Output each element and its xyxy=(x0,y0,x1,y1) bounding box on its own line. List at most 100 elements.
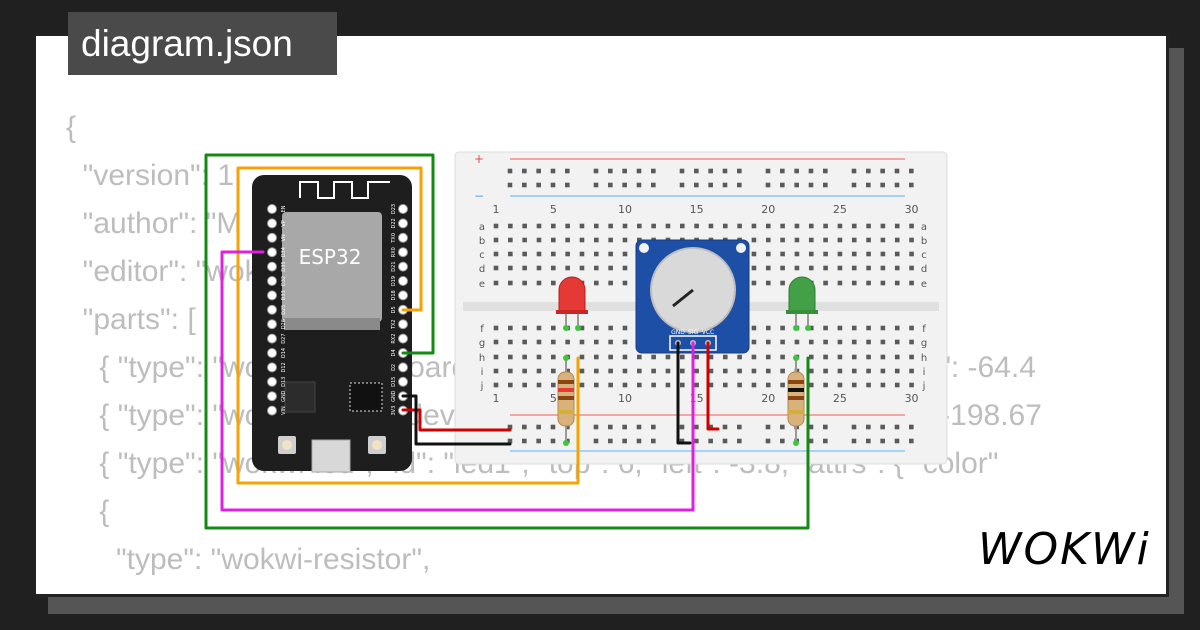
esp32-pin-label: D12 xyxy=(281,362,287,372)
esp32-pin[interactable] xyxy=(267,218,277,229)
esp32-pin[interactable] xyxy=(398,376,408,387)
esp32-pin[interactable] xyxy=(267,405,277,416)
breadboard-hole xyxy=(694,354,699,360)
esp32-pin[interactable] xyxy=(398,232,408,243)
breadboard-hole xyxy=(751,265,757,271)
esp32-pin[interactable] xyxy=(398,261,408,272)
esp32-pin[interactable] xyxy=(398,276,408,286)
breadboard-hole xyxy=(880,223,886,229)
esp32-pin[interactable] xyxy=(267,333,277,344)
esp32-pin[interactable] xyxy=(398,319,408,330)
esp32-pin-label: D14 xyxy=(281,348,287,358)
esp32-pin-label: D25 xyxy=(281,305,287,315)
esp32-pin[interactable] xyxy=(398,362,408,373)
esp32-pin[interactable] xyxy=(398,204,408,214)
esp32-pin[interactable] xyxy=(267,376,277,387)
breadboard-hole xyxy=(665,368,671,374)
breadboard-hole xyxy=(894,223,900,229)
esp32-pin[interactable] xyxy=(267,276,277,286)
esp32-pin[interactable] xyxy=(267,232,277,243)
breadboard-hole xyxy=(808,325,814,331)
breadboard-hole xyxy=(894,251,900,257)
resistor-band xyxy=(788,388,804,392)
breadboard-hole xyxy=(608,438,613,444)
esp32-pin-label: D5 xyxy=(391,306,397,313)
breadboard-hole xyxy=(593,168,599,174)
breadboard-hole xyxy=(837,251,843,257)
potentiometer[interactable]: GND SIG VCC xyxy=(635,239,750,354)
row-letter: b xyxy=(479,236,485,247)
breadboard-hole xyxy=(823,368,828,374)
resistor-band xyxy=(788,396,804,400)
breadboard-hole xyxy=(765,325,771,331)
esp32-pin-label: 3V3 xyxy=(391,406,397,416)
esp32-pin[interactable] xyxy=(267,290,277,301)
esp32-pin[interactable] xyxy=(267,261,277,272)
breadboard-hole xyxy=(493,325,499,331)
breadboard-hole xyxy=(794,251,800,257)
breadboard-hole xyxy=(751,237,757,243)
esp32-pin[interactable] xyxy=(398,218,408,229)
breadboard-hole xyxy=(780,382,785,388)
breadboard-hole xyxy=(823,354,828,360)
breadboard-hole xyxy=(579,251,585,257)
esp32-pin-label: D33 xyxy=(281,290,287,300)
breadboard-hole xyxy=(608,382,613,388)
breadboard-hole xyxy=(909,354,914,360)
breadboard-hole xyxy=(751,368,757,374)
esp32-pin[interactable] xyxy=(398,333,408,344)
breadboard-hole xyxy=(694,424,699,430)
breadboard-hole xyxy=(751,223,757,229)
breadboard-hole xyxy=(508,368,513,374)
esp32-pin[interactable] xyxy=(267,204,277,214)
esp32-pin[interactable] xyxy=(267,247,277,258)
breadboard-hole xyxy=(522,182,527,188)
breadboard-hole xyxy=(536,182,541,188)
esp32-pin[interactable] xyxy=(267,304,277,315)
breadboard-hole xyxy=(508,265,513,271)
breadboard-hole xyxy=(694,182,699,188)
esp32-pin[interactable] xyxy=(267,391,277,402)
breadboard-hole xyxy=(708,438,713,444)
breadboard-hole xyxy=(794,237,800,243)
breadboard-hole xyxy=(722,182,728,188)
breadboard-hole xyxy=(536,424,541,430)
breadboard-hole xyxy=(622,237,628,243)
breadboard-hole xyxy=(880,382,886,388)
resistor-2[interactable] xyxy=(787,355,805,446)
breadboard-hole xyxy=(665,382,671,388)
resistor-1[interactable] xyxy=(557,355,575,446)
breadboard-hole xyxy=(851,168,857,174)
esp32-pin[interactable] xyxy=(398,290,408,301)
breadboard-hole xyxy=(565,182,570,188)
breadboard-hole xyxy=(565,168,570,174)
resistor-band xyxy=(558,396,574,400)
breadboard-hole xyxy=(780,237,785,243)
breadboard-hole xyxy=(722,424,728,430)
breadboard-hole xyxy=(593,424,599,430)
breadboard-hole xyxy=(737,354,742,360)
esp32-en-button-cap xyxy=(282,440,292,450)
breadboard-hole xyxy=(551,223,556,229)
breadboard-hole xyxy=(808,368,814,374)
breadboard-hole xyxy=(593,182,599,188)
column-number: 30 xyxy=(905,392,919,405)
esp32-pin[interactable] xyxy=(267,319,277,330)
esp32-pin[interactable] xyxy=(398,247,408,258)
breadboard-hole xyxy=(622,424,627,430)
led-green[interactable] xyxy=(786,276,818,331)
led-red[interactable] xyxy=(556,276,588,331)
breadboard-hole xyxy=(794,265,800,271)
esp32-board[interactable]: ESP32 ENVPVND34D35D32D33D25D26D27D14D12D… xyxy=(252,175,412,473)
breadboard-hole xyxy=(579,339,585,345)
file-tab[interactable]: diagram.json xyxy=(68,12,337,75)
pot-pin-label-vcc: VCC xyxy=(702,329,714,336)
esp32-pin-label: D26 xyxy=(281,319,287,329)
row-letter: d xyxy=(479,264,485,275)
esp32-pin-label: TX0 xyxy=(391,233,397,244)
esp32-pin[interactable] xyxy=(267,362,277,373)
breadboard-hole xyxy=(894,438,900,444)
esp32-pin[interactable] xyxy=(267,348,277,358)
breadboard-hole xyxy=(594,354,599,360)
esp32-pin-label: D35 xyxy=(281,261,287,271)
